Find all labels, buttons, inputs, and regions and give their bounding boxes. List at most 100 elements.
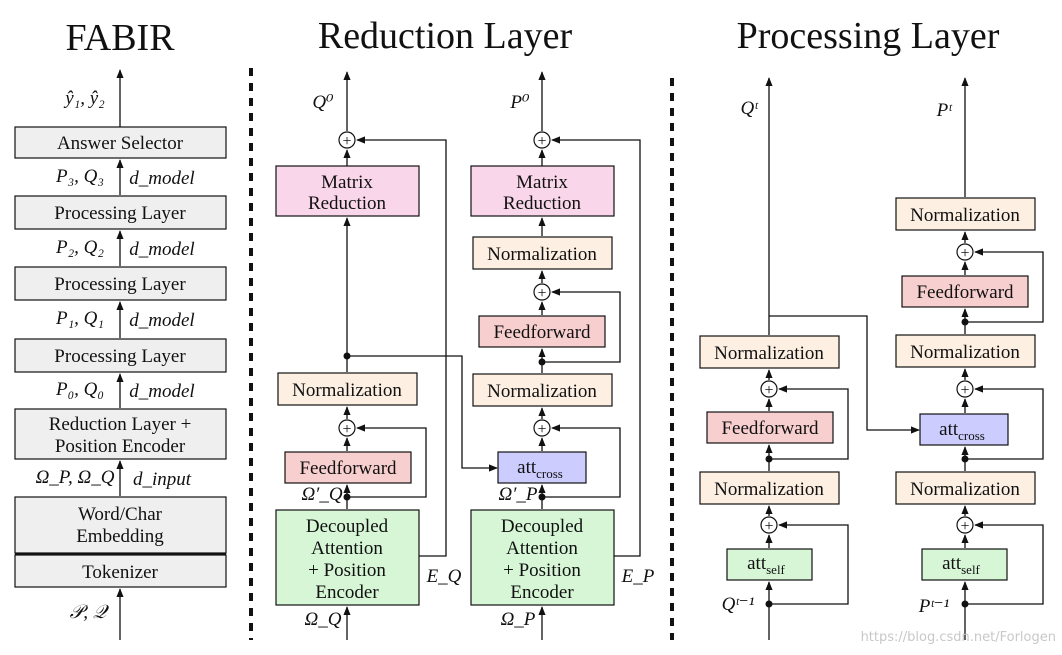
processing-p-in: Pᵗ⁻¹ (918, 596, 950, 617)
reduction-p-branch: P⁰ + Matrix Reduction Normalization + Fe… (470, 71, 655, 640)
reduction-q-out: Q⁰ (312, 92, 334, 113)
reduction-omega-p: Ω_P (501, 609, 536, 630)
feedforward-q-box (284, 451, 412, 484)
matrix-reduction-q-box (275, 165, 420, 217)
feedforward-p-box (478, 315, 606, 348)
normalization-pp-top-label: Normalization (910, 205, 1020, 226)
normalization-pq-top-label: Normalization (714, 343, 824, 364)
reduction-position-label-2: Position Encoder (55, 436, 186, 457)
svg-text:+: + (960, 382, 969, 399)
svg-text:+: + (342, 133, 351, 150)
dim-right-1: d_model (129, 310, 194, 331)
reduction-e-p: E_P (621, 566, 655, 587)
reduction-q-branch: Q⁰ + Matrix Reduction Normalization + Fe… (275, 71, 498, 640)
answer-selector-box (14, 126, 227, 159)
tokenizer-label: Tokenizer (82, 562, 158, 583)
processing-layer-box-1 (14, 195, 227, 230)
reduction-e-q: E_Q (426, 566, 462, 587)
decoupled-p-label-2: Attention (506, 538, 578, 559)
feedforward-q-label: Feedforward (299, 458, 397, 479)
svg-text:+: + (960, 518, 969, 535)
normalization-pp-top-box (895, 197, 1036, 231)
sum-q-mid (338, 419, 356, 437)
reduction-position-box (14, 408, 227, 460)
normalization-p-mid-box (472, 373, 613, 407)
dim-left-0: P₀, Q₀ (55, 379, 104, 400)
normalization-pq-top-box (699, 335, 840, 369)
reduction-p-prime: Ω′_P (498, 484, 537, 505)
matrix-reduction-p-label-2: Reduction (503, 193, 582, 214)
decoupled-p-box (470, 509, 615, 606)
decoupled-q-label-3: + Position (308, 560, 386, 581)
normalization-q-label: Normalization (292, 380, 402, 401)
decoupled-q-label-1: Decoupled (306, 516, 389, 537)
reduction-title: Reduction Layer (318, 15, 573, 57)
reduction-p-out: P⁰ (509, 92, 530, 113)
processing-layer-label-3: Processing Layer (54, 346, 186, 367)
dim-right-3: d_model (129, 168, 194, 189)
decoupled-q-label-4: Encoder (315, 582, 379, 603)
svg-text:+: + (537, 421, 546, 438)
att-self-p-box (921, 548, 1008, 581)
decoupled-p-label-4: Encoder (510, 582, 574, 603)
att-self-q-box (726, 548, 813, 581)
feedforward-p-label: Feedforward (493, 322, 591, 343)
normalization-pq-bottom-label: Normalization (714, 479, 824, 500)
reduction-position-label-1: Reduction Layer + (49, 414, 192, 435)
decoupled-p-label-3: + Position (503, 560, 581, 581)
reduction-q-prime: Ω′_Q (301, 484, 342, 505)
processing-q-branch: Qᵗ Normalization + Feedforward Normaliza… (699, 77, 920, 640)
processing-q-in: Qᵗ⁻¹ (722, 594, 755, 615)
dim-right-input: d_input (133, 469, 192, 490)
sum-p-top (533, 131, 551, 149)
sum-pp-top (956, 243, 974, 261)
sum-p-upper (533, 283, 551, 301)
matrix-reduction-q-label-1: Matrix (321, 172, 373, 193)
matrix-reduction-q-label-2: Reduction (308, 193, 387, 214)
feedforward-pq-label: Feedforward (721, 418, 819, 439)
dim-right-0: d_model (129, 381, 194, 402)
normalization-p-mid-label: Normalization (487, 381, 597, 402)
decoupled-q-box (275, 509, 420, 606)
dim-left-1: P₁, Q₁ (55, 308, 104, 329)
processing-q-out: Qᵗ (741, 98, 760, 119)
answer-selector-label: Answer Selector (57, 133, 184, 154)
att-self-q-label: attself (747, 553, 785, 577)
normalization-pq-bottom-box (699, 471, 840, 505)
normalization-pp-mid-box (895, 334, 1036, 368)
dim-right-2: d_model (129, 239, 194, 260)
normalization-pp-bottom-label: Normalization (910, 479, 1020, 500)
word-char-label-1: Word/Char (78, 504, 163, 525)
sum-pp-mid (956, 380, 974, 398)
matrix-reduction-p-box (470, 165, 615, 217)
fabir-input-label: 𝒫, 𝒬 (70, 602, 110, 623)
normalization-pp-mid-label: Normalization (910, 342, 1020, 363)
svg-text:+: + (537, 133, 546, 150)
word-char-label-2: Embedding (76, 526, 164, 547)
fabir-title: FABIR (65, 17, 175, 59)
svg-text:+: + (342, 421, 351, 438)
sum-pp-bottom (956, 516, 974, 534)
svg-text:+: + (764, 518, 773, 535)
processing-layer-label-1: Processing Layer (54, 203, 186, 224)
feedforward-pp-label: Feedforward (916, 282, 1014, 303)
svg-text:+: + (764, 382, 773, 399)
att-cross-processing-box (919, 413, 1009, 446)
sum-pq-lower (760, 516, 778, 534)
sum-pq-upper (760, 380, 778, 398)
dim-left-3: P₃, Q₃ (55, 166, 104, 187)
processing-p-branch: Pᵗ Normalization + Feedforward Normaliza… (895, 77, 1044, 640)
dim-left-2: P₂, Q₂ (55, 237, 104, 258)
normalization-q-box (277, 372, 418, 406)
feedforward-pq-box (706, 411, 834, 444)
att-cross-reduction-label: attcross (517, 457, 563, 481)
decoupled-q-label-2: Attention (311, 538, 383, 559)
processing-layer-box-3 (14, 338, 227, 373)
processing-title: Processing Layer (737, 15, 1000, 57)
fabir-column: ŷ₁, ŷ₂ Answer Selector P₃, Q₃ d_model Pr… (14, 69, 227, 640)
feedforward-pp-box (901, 275, 1029, 308)
dim-left-input: Ω_P, Ω_Q (36, 467, 115, 488)
reduction-omega-q: Ω_Q (305, 609, 342, 630)
normalization-pp-bottom-box (895, 471, 1036, 505)
